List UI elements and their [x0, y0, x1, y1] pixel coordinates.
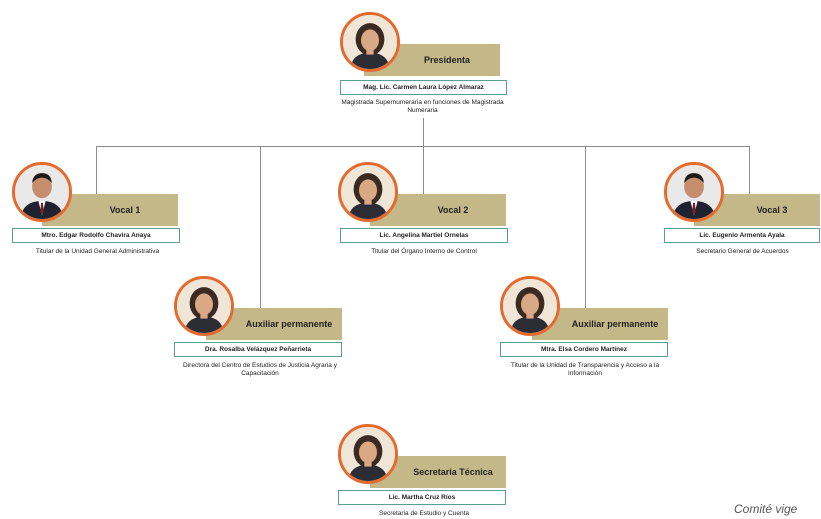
- member-position: Secretario General de Acuerdos: [696, 248, 789, 255]
- footer-caption: Comité vige: [734, 502, 798, 516]
- member-position: Titular de la Unidad General Administrat…: [35, 248, 160, 255]
- connector-line: [96, 146, 97, 194]
- woman-portrait-icon: [174, 276, 234, 336]
- woman-portrait-icon: [340, 12, 400, 72]
- member-position: Secretaria de Estudio y Cuenta: [379, 510, 469, 517]
- member-name: Lic. Angelina Martiel Ornelas: [340, 228, 508, 243]
- member-name: Lic. Eugenio Armenta Ayala: [664, 228, 820, 243]
- woman-portrait-icon: [338, 424, 398, 484]
- woman-portrait-icon: [338, 162, 398, 222]
- member-position: Titular de la Unidad de Transparencia y …: [510, 362, 660, 377]
- member-name: Mtra. Elsa Cordero Martínez: [500, 342, 668, 357]
- member-position: Titular del Órgano Interno de Control: [371, 248, 477, 255]
- connector-line: [260, 146, 261, 308]
- member-name: Mtro. Edgar Rodolfo Chavira Anaya: [12, 228, 180, 243]
- connector-line: [423, 118, 424, 146]
- member-name: Lic. Martha Cruz Ríos: [338, 490, 506, 505]
- member-position: Directora del Centro de Estudios de Just…: [183, 362, 337, 377]
- member-name: Mag. Lic. Carmen Laura López Almaraz: [340, 80, 507, 95]
- woman-portrait-icon: [500, 276, 560, 336]
- man-portrait-icon: [12, 162, 72, 222]
- connector-line: [585, 146, 586, 308]
- member-name: Dra. Rosalba Velázquez Peñarrieta: [174, 342, 342, 357]
- connector-line: [749, 146, 750, 194]
- connector-line: [423, 146, 424, 194]
- man-portrait-icon: [664, 162, 724, 222]
- member-position: Magistrada Supernumeraria en funciones d…: [341, 99, 504, 114]
